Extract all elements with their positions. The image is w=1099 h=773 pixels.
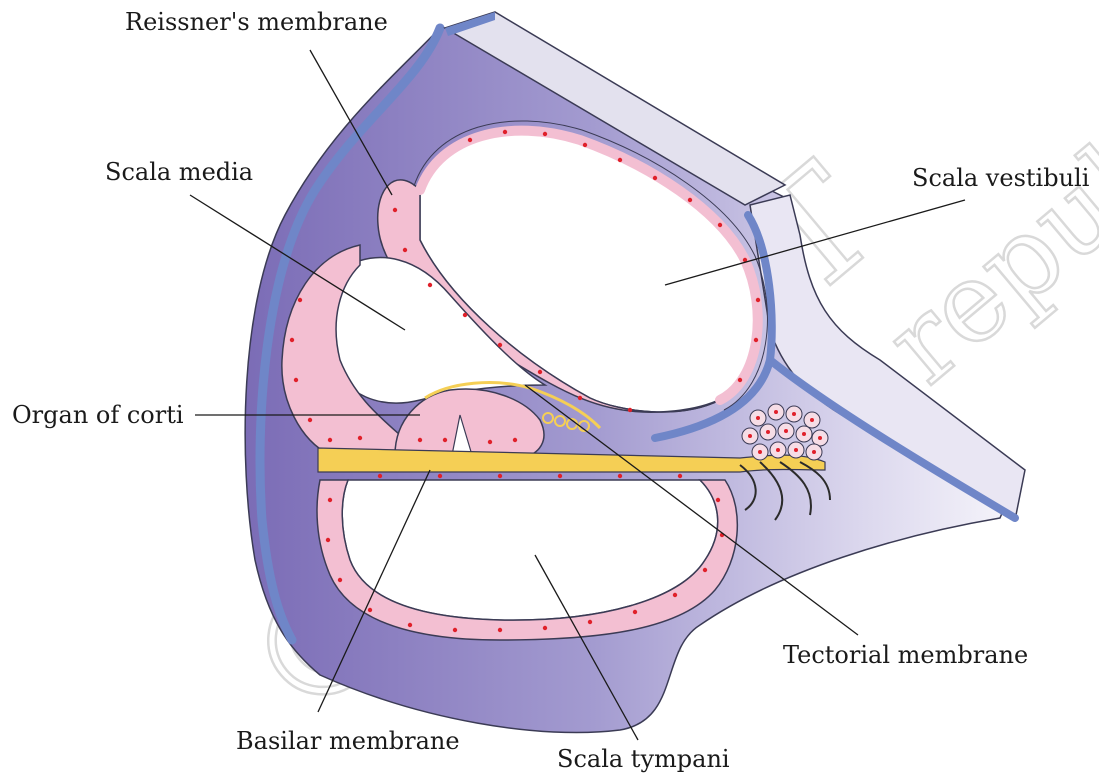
label-reissners-membrane: Reissner's membrane bbox=[125, 8, 388, 36]
label-basilar-membrane: Basilar membrane bbox=[236, 727, 460, 755]
label-scala-media: Scala media bbox=[105, 158, 253, 186]
label-scala-vestibuli: Scala vestibuli bbox=[912, 164, 1090, 192]
label-organ-of-corti: Organ of corti bbox=[12, 401, 184, 429]
label-scala-tympani: Scala tympani bbox=[557, 745, 730, 773]
label-tectorial-membrane: Tectorial membrane bbox=[783, 641, 1028, 669]
